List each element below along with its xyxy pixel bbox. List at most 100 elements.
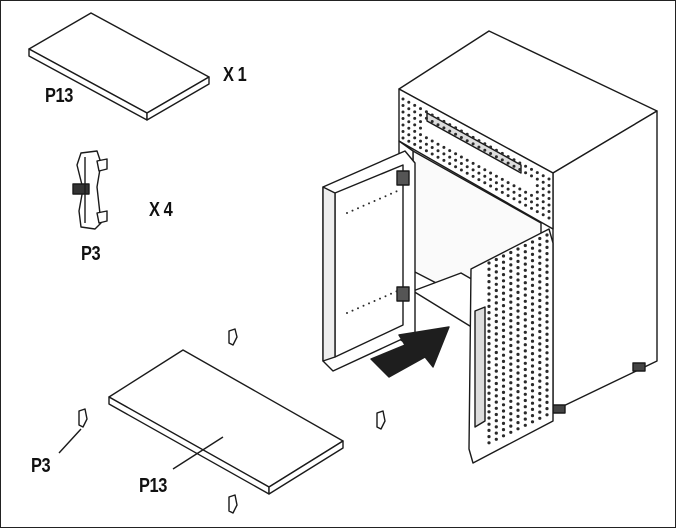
perforation-dot	[538, 416, 542, 420]
perforation-dot	[346, 312, 348, 314]
perforation-dot	[523, 405, 527, 409]
perforation-dot	[494, 369, 498, 373]
perforation-dot	[530, 265, 535, 269]
perforation-dot	[538, 249, 542, 253]
perforation-dot	[494, 326, 498, 330]
perforation-dot	[487, 379, 491, 383]
perforation-dot	[545, 338, 549, 342]
top-shelf-panel	[28, 12, 210, 121]
leader-line-p13	[172, 436, 224, 470]
perforation-dot	[516, 259, 520, 263]
perforation-dot	[487, 435, 491, 439]
perforation-dot	[487, 329, 491, 333]
perforation-dot	[530, 352, 535, 356]
perforation-dot	[518, 200, 522, 204]
bottom-clip-part-label: P3	[31, 455, 51, 477]
perforation-dot	[442, 126, 446, 130]
perforation-dot	[487, 267, 491, 271]
perforation-dot	[518, 194, 522, 197]
perforation-dot	[477, 145, 481, 149]
perforation-dot	[477, 178, 481, 182]
perforation-dot	[545, 276, 549, 280]
perforation-dot	[545, 345, 549, 349]
perforation-dot	[545, 400, 549, 404]
perforation-dot	[545, 264, 549, 268]
perforation-dot	[494, 270, 498, 274]
perforation-dot	[494, 400, 498, 404]
perforation-dot	[530, 376, 535, 380]
perforation-dot	[509, 405, 513, 410]
perforation-dot	[454, 126, 458, 130]
perforation-dot	[459, 155, 463, 159]
perforation-dot	[516, 315, 520, 319]
perforation-dot	[530, 271, 535, 275]
perforation-dot	[538, 373, 542, 377]
perforation-dot	[509, 424, 513, 428]
perforation-dot	[530, 401, 535, 405]
perforation-dot	[487, 286, 491, 290]
perforation-dot	[419, 133, 422, 137]
perforation-dot	[530, 259, 535, 263]
perforation-dot	[407, 133, 411, 137]
perforation-dot	[545, 357, 549, 361]
perforation-dot	[541, 200, 545, 204]
perforation-dot	[442, 152, 446, 156]
perforation-dot	[413, 103, 417, 107]
perforation-dot	[430, 152, 434, 156]
perforation-dot	[494, 257, 498, 262]
perforation-dot	[501, 260, 506, 264]
perforation-dot	[516, 427, 520, 431]
perforation-dot	[506, 155, 510, 159]
perforation-dot	[530, 414, 535, 418]
perforation-dot	[419, 107, 422, 111]
perforation-dot	[530, 395, 535, 399]
perforation-dot	[483, 168, 487, 172]
perforation-dot	[523, 386, 527, 390]
perforation-dot	[523, 256, 527, 260]
perforation-dot	[545, 252, 549, 256]
perforation-dot	[509, 343, 513, 348]
perforation-dot	[545, 301, 549, 305]
perforation-dot	[494, 394, 498, 398]
perforation-dot	[516, 303, 520, 307]
perforation-dot	[494, 288, 498, 293]
perforation-dot	[509, 399, 513, 403]
perforation-dot	[489, 145, 493, 149]
perforation-dot	[516, 371, 520, 375]
perforation-dot	[509, 300, 513, 304]
perforation-dot	[535, 197, 539, 201]
perforation-dot	[523, 324, 527, 328]
perforation-dot	[424, 149, 428, 153]
perforation-dot	[351, 309, 354, 312]
perforation-dot	[501, 353, 506, 357]
perforation-dot	[413, 129, 417, 133]
perforation-dot	[516, 414, 520, 418]
perforation-dot	[373, 200, 376, 202]
perforation-dot	[407, 120, 411, 124]
perforation-dot	[487, 298, 491, 302]
perforation-dot	[477, 165, 481, 169]
perforation-dot	[407, 107, 411, 111]
perforation-dot	[545, 394, 549, 398]
perforation-dot	[501, 347, 506, 351]
perforation-dot	[494, 264, 498, 268]
perforation-dot	[509, 275, 513, 279]
perforation-dot	[545, 295, 549, 299]
perforation-dot	[483, 148, 487, 152]
perforation-dot	[501, 273, 506, 277]
perforation-dot	[395, 190, 398, 193]
perforation-dot	[538, 255, 542, 259]
perforation-dot	[401, 117, 405, 120]
perforation-dot	[501, 403, 506, 407]
perforation-dot	[512, 184, 516, 188]
perforation-dot	[379, 197, 381, 200]
perforation-dot	[471, 135, 475, 139]
perforation-dot	[500, 177, 504, 181]
perforation-dot	[530, 389, 535, 393]
perforation-dot	[357, 207, 359, 210]
perforation-dot	[346, 212, 348, 214]
perforation-dot	[545, 363, 549, 367]
perforation-dot	[509, 288, 513, 292]
perforation-dot	[442, 145, 446, 149]
perforation-dot	[379, 297, 381, 300]
